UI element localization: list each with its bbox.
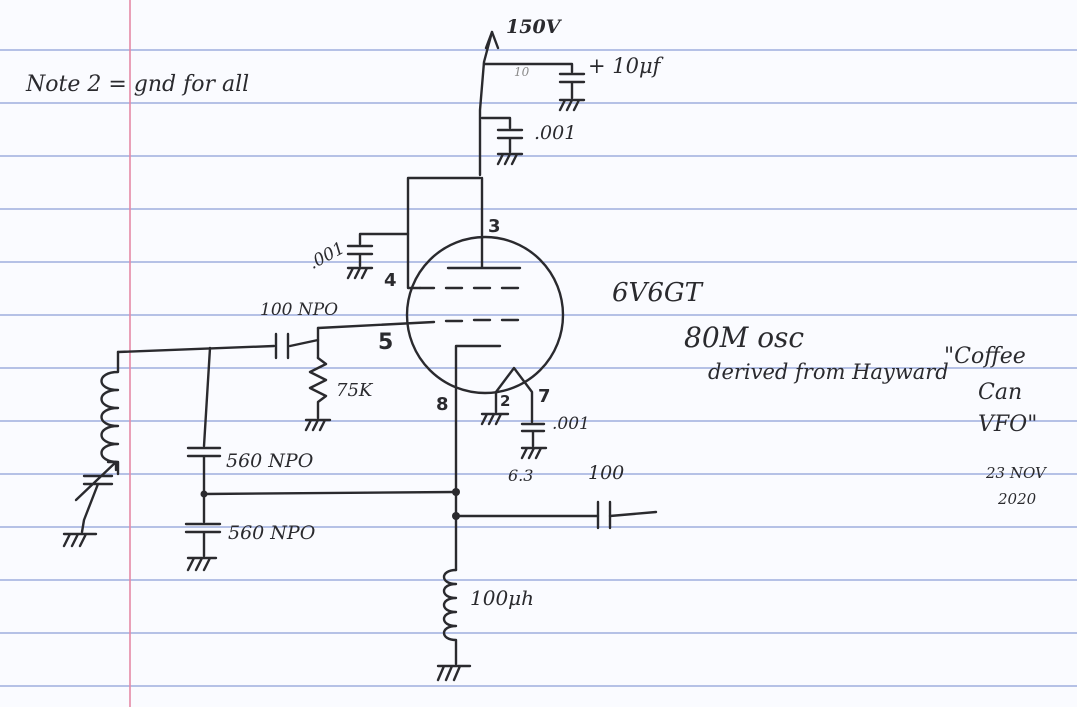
supply-arrow	[484, 30, 500, 50]
output-cap-label: 100	[588, 462, 625, 484]
ground-symbol-heater	[520, 446, 548, 460]
c-560-bottom-symbol	[184, 522, 222, 558]
ground-symbol-pin2	[480, 412, 510, 426]
plate-electrode	[446, 176, 522, 270]
rf-choke	[442, 568, 458, 666]
pin-8-label: 8	[436, 394, 449, 415]
junction-dots	[200, 488, 460, 520]
plate-bypass-wire	[480, 116, 512, 130]
screen-loop-wire	[406, 176, 482, 290]
tube-type-label: 6V6GT	[612, 278, 702, 308]
ground-symbol-75k	[304, 418, 332, 432]
output-wire	[454, 510, 658, 518]
divider-wire	[202, 346, 212, 448]
heater-cap-label: .001	[552, 414, 590, 434]
ground-symbol-tank	[62, 532, 98, 548]
cathode	[454, 344, 502, 490]
screen-bypass-wire	[358, 232, 410, 246]
supply-voltage-label: 150V	[506, 16, 561, 38]
ground-symbol-2	[496, 152, 524, 166]
ground-symbol-divider	[186, 556, 218, 572]
tank-lower-wire	[80, 482, 100, 534]
pin-5-label: 5	[378, 330, 394, 355]
title-line-2: derived from Hayward	[708, 360, 949, 384]
junction-dot-feedback	[452, 488, 460, 496]
c-001-screen-symbol	[346, 244, 374, 268]
decoupling-wire	[482, 62, 574, 74]
tank-coil	[100, 350, 120, 476]
feedback-wire	[202, 490, 458, 496]
ruled-lines	[0, 49, 1077, 687]
heater-voltage-label: 6.3	[508, 466, 534, 485]
date-line-1: 23 NOV	[986, 464, 1046, 482]
variable-capacitor	[74, 460, 118, 502]
grid-cap-label: 100 NPO	[260, 300, 339, 320]
ground-symbol-choke	[436, 664, 472, 682]
title-line-1: 80M osc	[684, 321, 805, 354]
ground-symbol-3	[346, 266, 374, 280]
supply-cap-label: + 10μf	[588, 54, 661, 78]
supply-rail	[478, 30, 494, 177]
pin-3-label: 3	[488, 216, 501, 237]
c-100npo-symbol	[274, 332, 290, 360]
date-line-2: 2020	[998, 490, 1037, 508]
title-quote-line-3: VFO"	[978, 412, 1038, 437]
supply-cap-marker: 10	[514, 65, 530, 79]
choke-label: 100μh	[470, 586, 535, 610]
grid-leak-label: 75K	[336, 380, 373, 401]
c-001-heater-symbol	[520, 422, 546, 448]
pin-7-label: 7	[538, 386, 551, 407]
divider-cap-top-label: 560 NPO	[226, 450, 314, 472]
title-quote-line-2: Can	[978, 380, 1023, 405]
heater-filament	[494, 366, 534, 424]
c-001-plate-symbol	[496, 128, 524, 154]
note-text: Note 2 = gnd for all	[26, 72, 250, 97]
junction-dot-divider	[200, 490, 208, 498]
ground-symbol-1	[558, 98, 586, 112]
c-10uf-symbol	[558, 72, 586, 100]
divider-cap-bottom-label: 560 NPO	[228, 522, 316, 544]
pin-2-label: 2	[500, 392, 511, 410]
resistor-75k-symbol	[308, 356, 328, 420]
tube-envelope	[405, 235, 565, 395]
c-560-top-symbol	[186, 446, 222, 524]
title-quote-line-1: "Coffee	[944, 344, 1026, 369]
plate-bypass-label: .001	[534, 122, 577, 144]
c-100-output-symbol	[596, 500, 612, 530]
junction-dot-output	[452, 512, 460, 520]
control-grid	[316, 318, 520, 330]
pin-4-label: 4	[384, 270, 397, 291]
